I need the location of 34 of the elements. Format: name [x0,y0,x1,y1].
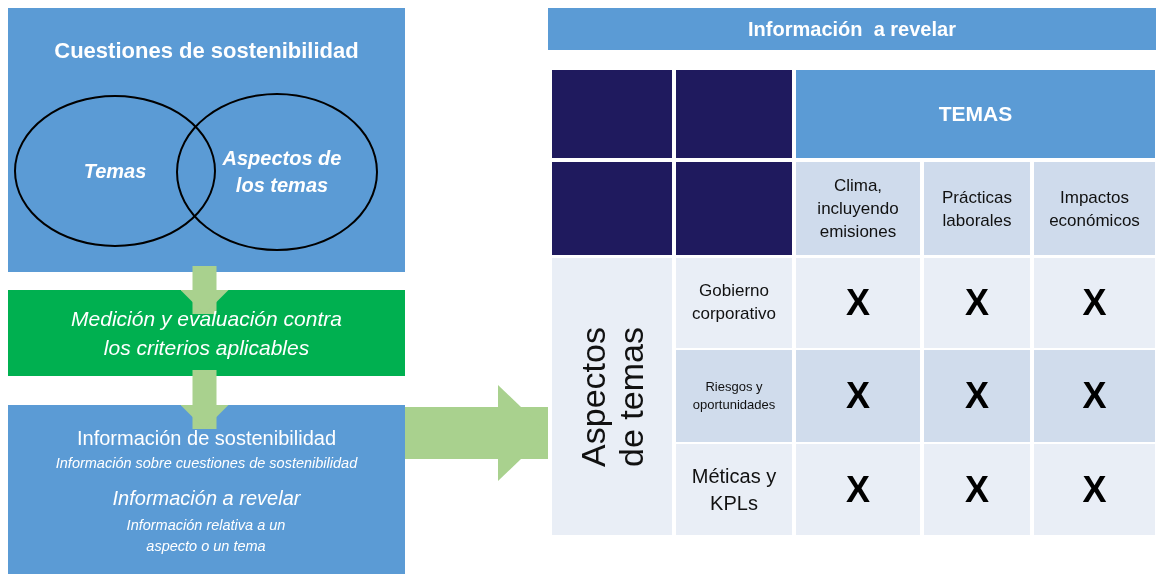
block-arrow [180,370,229,429]
column-header: TEMAS [938,102,1013,126]
box-title: Información a revelar [111,487,302,510]
topic-circle [176,93,378,251]
check-mark: X [965,468,989,511]
process-box [8,290,405,376]
box-subtitle: Información relativa a un aspecto o un tema [125,516,287,556]
row-group-header: Aspectos de temas [574,326,650,467]
column-header: Prácticas laborales [941,186,1013,232]
box-label: Medición y evaluación contra los criterios aplicables [70,306,343,361]
column-header: Clima, incluyendo emisiones [816,175,900,243]
check-mark: X [1082,282,1107,324]
column-header: Impactos económicos [1048,186,1141,232]
row-header: Gobierno corporativo [690,280,778,325]
table-title-bar: Información a revelar [548,8,1156,50]
check-mark: X [1082,468,1107,511]
row-header: Riesgos y oportunidades [691,378,777,414]
process-box [8,8,405,272]
check-mark: X [846,375,870,417]
process-box [8,405,405,574]
circle-label: Aspectos de los temas [221,146,343,198]
topic-circle [14,95,216,247]
row-header: Méticas y KPLs [690,463,778,516]
check-mark: X [846,282,870,324]
circle-label: Temas [83,158,147,184]
check-mark: X [1082,375,1107,417]
block-arrow [180,266,229,314]
box-title: Cuestiones de sostenibilidad [53,38,360,64]
check-mark: X [965,282,989,324]
box-subtitle: Información sobre cuestiones de sostenibilidad [54,455,359,471]
check-mark: X [965,375,989,417]
box-title: Información de sostenibilidad [75,427,337,450]
check-mark: X [846,468,870,511]
block-arrow [405,385,548,481]
